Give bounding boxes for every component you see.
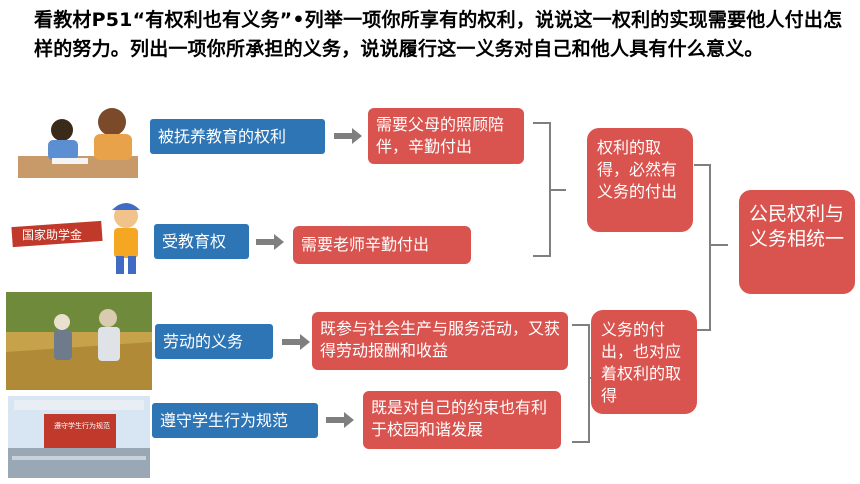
detail-text: 既是对自己的约束也有利于校园和谐发展: [371, 398, 548, 439]
conclusion-text: 公民权利与义务相统一: [749, 203, 845, 250]
right-arrow-icon: [326, 412, 354, 428]
detail-box-2: 需要老师辛勤付出: [293, 226, 471, 264]
rights-summary-text: 权利的取得，必然有义务的付出: [597, 138, 678, 201]
right-arrow-icon: [334, 128, 362, 144]
right-label-box-2: 受教育权: [154, 224, 249, 259]
duty-label-box-2: 遵守学生行为规范: [152, 403, 318, 438]
detail-text: 需要老师辛勤付出: [301, 235, 430, 254]
scholarship-image: 国家助学金: [8, 198, 150, 282]
detail-box-4: 既是对自己的约束也有利于校园和谐发展: [363, 391, 561, 449]
duties-summary-box: 义务的付出，也对应着权利的取得: [591, 310, 697, 414]
right-label-text: 被抚养教育的权利: [158, 126, 287, 146]
detail-text: 需要父母的照顾陪伴，辛勤付出: [376, 115, 505, 156]
detail-box-1: 需要父母的照顾陪伴，辛勤付出: [368, 108, 524, 164]
scholarship-badge-text: 国家助学金: [22, 227, 82, 242]
duty-label-text: 遵守学生行为规范: [160, 410, 289, 430]
detail-text: 既参与社会生产与服务活动，又获得劳动报酬和收益: [320, 319, 561, 360]
duty-label-box-1: 劳动的义务: [155, 324, 273, 359]
rights-summary-box: 权利的取得，必然有义务的付出: [587, 128, 693, 232]
right-label-text: 受教育权: [162, 231, 227, 251]
page-title: 看教材P51“有权利也有义务”•列举一项你所享有的权利，说说这一权利的实现需要他…: [34, 9, 843, 60]
right-arrow-icon: [282, 334, 310, 350]
conclusion-box: 公民权利与义务相统一: [739, 190, 855, 294]
detail-box-3: 既参与社会生产与服务活动，又获得劳动报酬和收益: [312, 312, 568, 370]
duty-label-text: 劳动的义务: [163, 331, 244, 351]
right-arrow-icon: [256, 234, 284, 250]
family-study-image: [12, 98, 144, 182]
school-stage-image: 遵守学生行为规范: [8, 396, 150, 478]
duties-summary-text: 义务的付出，也对应着权利的取得: [601, 320, 682, 405]
svg-text:遵守学生行为规范: 遵守学生行为规范: [54, 421, 110, 430]
right-label-box-1: 被抚养教育的权利: [150, 119, 325, 154]
labor-image: [6, 292, 152, 390]
